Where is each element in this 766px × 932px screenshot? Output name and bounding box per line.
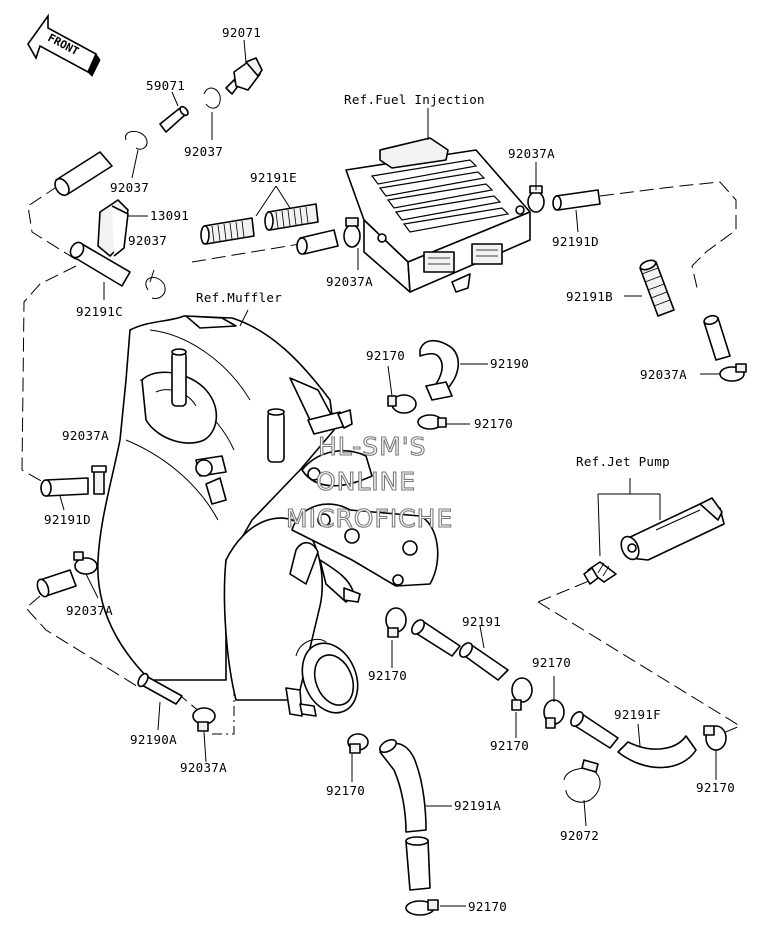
bracket-13091 (97, 199, 148, 257)
part-number-label: 92072 (560, 828, 599, 843)
part-number-label: 92191C (76, 304, 123, 319)
part-number-label: 92191D (44, 512, 91, 527)
hose-92191C (69, 241, 131, 300)
clip-92037 (203, 87, 221, 140)
part-number-label: 92190 (490, 356, 529, 371)
part-number-label: 92037 (184, 144, 223, 159)
hose-92191D-top (552, 189, 601, 233)
part-number-label: 92037A (180, 760, 227, 775)
clip-92037A-bottom (192, 707, 216, 763)
spring-guard-92191E (200, 185, 319, 245)
flange-muffler (289, 503, 439, 603)
part-number-label: 92191 (462, 614, 501, 629)
hose-short (54, 151, 113, 197)
front-arrow-icon: FRONT (27, 13, 101, 77)
ref-fuel-injection-label: Ref.Fuel Injection (344, 92, 485, 107)
clip-92037A-right (700, 363, 747, 382)
clip-92170-c (385, 607, 407, 668)
watermark-line: ONLINE (316, 467, 416, 496)
hose-92190A (137, 672, 183, 731)
watermark: HL-SM'S ONLINE MICROFICHE (285, 431, 453, 533)
band-92072 (563, 759, 601, 827)
pipe-59071 (159, 91, 189, 133)
part-number-label: 13091 (150, 208, 189, 223)
part-number-label: 59071 (146, 78, 185, 93)
hose-right-vertical (703, 314, 731, 361)
part-number-label: 92037A (326, 274, 373, 289)
part-number-label: 92170 (368, 668, 407, 683)
clip-92037-b (124, 131, 148, 179)
clip-92170-e (543, 676, 565, 729)
hose-92191A (379, 738, 452, 891)
ref-jet-pump-label: Ref.Jet Pump (576, 454, 670, 469)
clip-92037-c (145, 269, 166, 299)
part-number-label: 92170 (326, 783, 365, 798)
part-number-label: 92191A (454, 798, 501, 813)
watermark-line: MICROFICHE (286, 504, 453, 533)
part-number-label: 92037 (128, 233, 167, 248)
part-number-label: 92191E (250, 170, 297, 185)
clip-92170-h (703, 725, 727, 780)
ref-muffler-label: Ref.Muffler (196, 290, 282, 305)
fitting-muffler-left (195, 455, 227, 505)
hose-mid (296, 229, 339, 255)
clip-92037A-ecu-left (343, 217, 361, 270)
part-number-label: 92170 (366, 348, 405, 363)
clip-92170-d (511, 677, 533, 738)
part-number-label: 92037A (62, 428, 109, 443)
hose-92191F (570, 711, 697, 769)
part-number-label: 92170 (468, 899, 507, 914)
part-number-label: 92170 (474, 416, 513, 431)
clip-92037A-ecu-right (527, 162, 545, 213)
ecu-unit (345, 108, 531, 293)
clip-92037A-lower-left (73, 551, 99, 599)
clip-92170-a (387, 365, 417, 414)
hose-92191 (410, 619, 509, 681)
jet-pump-unit (583, 478, 725, 585)
fitting-92071 (225, 39, 263, 95)
part-number-label: 92071 (222, 25, 261, 40)
part-number-label: 92191B (566, 289, 613, 304)
hose-92190 (419, 339, 488, 401)
hose-left-lower (36, 569, 77, 598)
clip-92170-b (417, 414, 470, 430)
part-number-label: 92037A (640, 367, 687, 382)
hose-92191D-left (40, 477, 89, 511)
part-number-label: 92037A (508, 146, 555, 161)
fitting-muffler-top (301, 409, 373, 487)
part-labels: 92071 59071 92037 92037 92191E 13091 920… (44, 25, 735, 914)
clip-92170-g (405, 899, 466, 916)
spring-guard-92191B (624, 259, 675, 317)
clip-92170-f (347, 733, 369, 782)
part-number-label: 92037 (110, 180, 149, 195)
part-number-label: 92170 (490, 738, 529, 753)
part-number-label: 92037A (66, 603, 113, 618)
part-number-label: 92191D (552, 234, 599, 249)
part-number-label: 92170 (696, 780, 735, 795)
part-number-label: 92190A (130, 732, 177, 747)
watermark-line: HL-SM'S (318, 432, 427, 461)
part-number-label: 92170 (532, 655, 571, 670)
clip-92037A-left (91, 465, 107, 495)
part-number-label: 92191F (614, 707, 661, 722)
